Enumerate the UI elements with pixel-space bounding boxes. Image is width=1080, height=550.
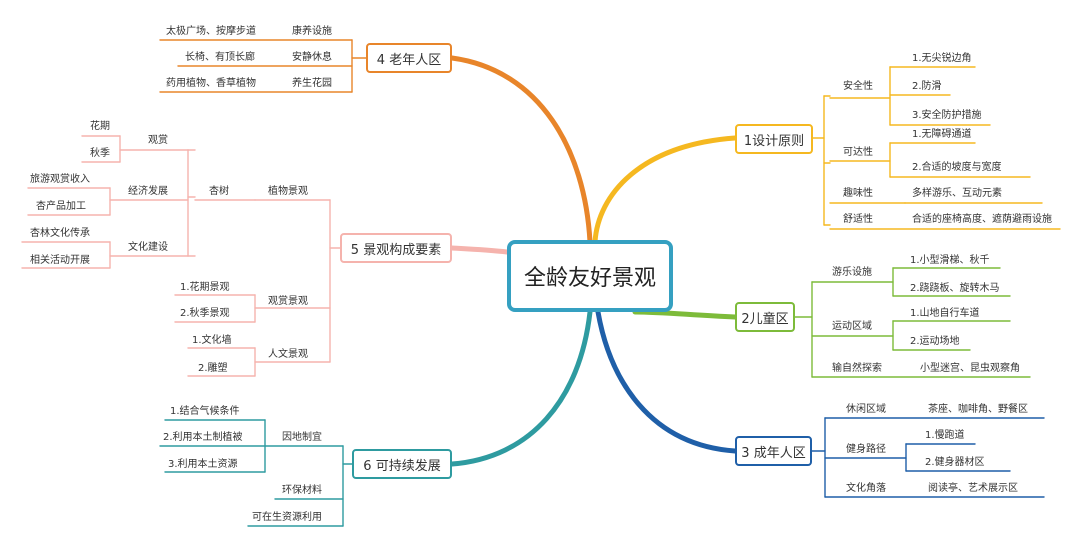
label-local: 因地制宜	[282, 432, 322, 443]
topic-adult-zone[interactable]: 3 成年人区	[735, 436, 812, 466]
label-fitness: 健身路径	[846, 444, 886, 455]
label-leisure: 休闲区域	[846, 404, 886, 415]
label-view: 观赏	[148, 135, 168, 146]
label-comfort-value: 合适的座椅高度、遮荫避雨设施	[912, 214, 1052, 225]
center-topic[interactable]: 全龄友好景观	[507, 240, 673, 312]
label-humanity: 人文景观	[268, 349, 308, 360]
label-economy-item-2: 杏产品加工	[36, 201, 86, 212]
branch-5-lines	[21, 135, 341, 377]
label-fitness-item-1: 1.慢跑道	[925, 430, 965, 441]
label-culture-value: 阅读亭、艺术展示区	[928, 483, 1018, 494]
label-culture-build-item-2: 相关活动开展	[30, 255, 90, 266]
branch-6-curve	[449, 309, 593, 467]
label-plant-landscape: 植物景观	[268, 186, 308, 197]
label-access: 可达性	[843, 147, 873, 158]
label-economy-item-1: 旅游观赏收入	[30, 174, 90, 185]
branch-4-lines	[159, 39, 367, 93]
label-elder-2: 安静休息	[292, 52, 332, 63]
label-humanity-item-1: 1.文化墙	[192, 335, 232, 346]
label-elder-1: 康养设施	[292, 26, 332, 37]
label-culture-build: 文化建设	[128, 242, 168, 253]
branch-1-lines	[734, 66, 1061, 230]
label-nature: 输自然探索	[832, 363, 882, 374]
label-humanity-item-2: 2.雕塑	[198, 363, 228, 374]
branch-6-lines	[159, 419, 353, 527]
label-local-item-2: 2.利用本土制植被	[163, 432, 243, 443]
branch-1-curve	[592, 135, 738, 245]
label-access-item-1: 1.无障碍通道	[912, 129, 972, 140]
label-elder-value-1: 太极广场、按摩步道	[166, 26, 256, 37]
label-safety: 安全性	[843, 81, 873, 92]
label-ornamental-item-2: 2.秋季景观	[180, 308, 230, 319]
label-fun: 趣味性	[843, 188, 873, 199]
label-comfort: 舒适性	[843, 214, 873, 225]
label-apricot: 杏树	[209, 186, 229, 197]
branch-5-curve	[449, 245, 510, 255]
label-sport-item-1: 1.山地自行车道	[910, 308, 980, 319]
label-sport-item-2: 2.运动场地	[910, 336, 960, 347]
label-culture-build-item-1: 杏林文化传承	[30, 228, 90, 239]
topic-landscape-elements[interactable]: 5 景观构成要素	[340, 233, 452, 263]
label-elder-value-2: 长椅、有顶长廊	[185, 52, 255, 63]
label-local-item-1: 1.结合气候条件	[170, 406, 240, 417]
label-play-facilities: 游乐设施	[832, 267, 872, 278]
label-view-item-2: 秋季	[90, 148, 110, 159]
label-access-item-2: 2.合适的坡度与宽度	[912, 162, 1002, 173]
branch-4-curve	[449, 55, 593, 245]
label-ornamental: 观赏景观	[268, 296, 308, 307]
label-play-item-1: 1.小型滑梯、秋千	[910, 255, 990, 266]
label-sport-area: 运动区域	[832, 321, 872, 332]
label-economy: 经济发展	[128, 186, 168, 197]
branch-2-lines	[794, 267, 1031, 378]
label-safety-item-2: 2.防滑	[912, 81, 942, 92]
label-eco-materials: 环保材料	[282, 485, 322, 496]
label-ornamental-item-1: 1.花期景观	[180, 282, 230, 293]
label-fitness-item-2: 2.健身器材区	[925, 457, 985, 468]
topic-children-zone[interactable]: 2儿童区	[735, 302, 795, 332]
branch-2-curve	[632, 309, 738, 320]
branch-3-curve	[595, 309, 738, 454]
label-safety-item-3: 3.安全防护措施	[912, 110, 982, 121]
label-renewable: 可在生资源利用	[252, 512, 322, 523]
label-safety-item-1: 1.无尖锐边角	[912, 53, 972, 64]
label-view-item-1: 花期	[90, 121, 110, 132]
label-elder-3: 养生花园	[292, 78, 332, 89]
branch-3-lines	[811, 417, 1045, 498]
label-fun-value: 多样游乐、互动元素	[912, 188, 1002, 199]
label-nature-value: 小型迷宫、昆虫观察角	[920, 363, 1020, 374]
topic-sustainability[interactable]: 6 可持续发展	[352, 449, 452, 479]
label-play-item-2: 2.跷跷板、旋转木马	[910, 283, 1000, 294]
topic-elderly-zone[interactable]: 4 老年人区	[366, 43, 452, 73]
label-culture-corner: 文化角落	[846, 483, 886, 494]
label-elder-value-3: 药用植物、香草植物	[166, 78, 256, 89]
label-local-item-3: 3.利用本土资源	[168, 459, 238, 470]
label-leisure-value: 茶座、咖啡角、野餐区	[928, 404, 1028, 415]
topic-design-principles[interactable]: 1设计原则	[735, 124, 813, 154]
